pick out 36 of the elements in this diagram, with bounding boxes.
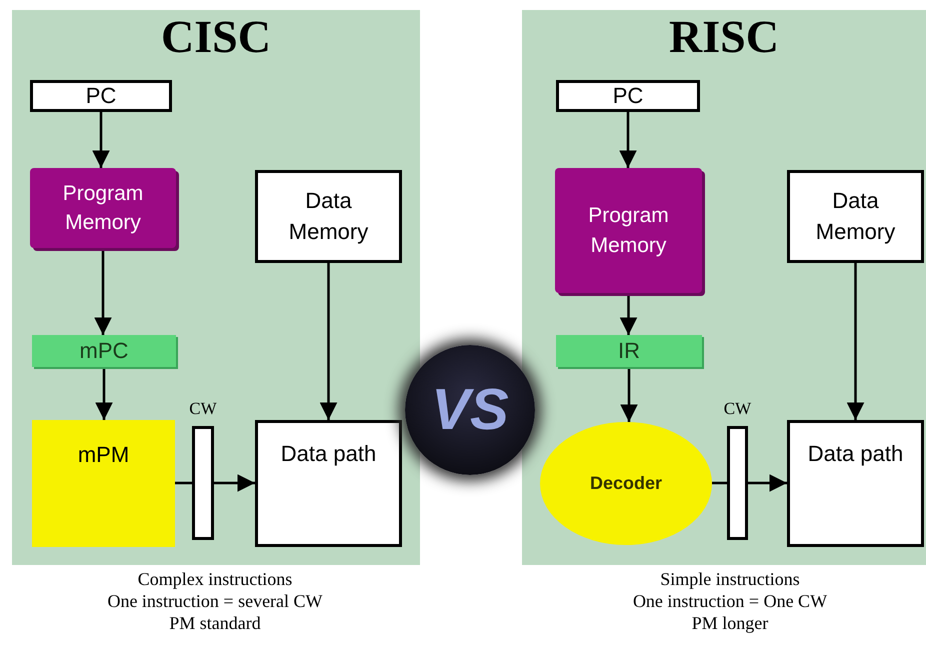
arrow (95, 367, 113, 420)
register-label: CW (188, 400, 218, 417)
caption-line: One instruction = One CW (632, 592, 828, 610)
arrow (320, 263, 338, 420)
register-box: PC (556, 80, 700, 112)
register-box: PC (30, 80, 172, 112)
caption-line: Complex instructions (138, 570, 292, 588)
caption-line: PM standard (169, 614, 261, 632)
decoder-ellipse: Decoder (540, 422, 712, 545)
arrow (846, 263, 864, 420)
memory-box: mPM (32, 420, 175, 547)
memory-box: Program Memory (30, 168, 176, 248)
datapath-box: Data path (255, 420, 402, 547)
register-bar (727, 426, 748, 540)
panel-heading: CISC (160, 14, 272, 60)
arrow (620, 367, 638, 422)
register-box: IR (556, 335, 702, 367)
register-box: Data Memory (255, 170, 402, 263)
panel-heading: RISC (668, 14, 780, 60)
caption-line: Simple instructions (660, 570, 800, 588)
arrow (748, 474, 787, 492)
datapath-box: Data path (787, 420, 924, 547)
caption-line: PM longer (692, 614, 768, 632)
register-box: Data Memory (787, 170, 924, 263)
panel (12, 10, 420, 565)
arrow (94, 248, 112, 335)
arrow (619, 112, 637, 168)
panel (522, 10, 926, 565)
arrow (620, 293, 638, 335)
arrow (214, 474, 255, 492)
caption-line: One instruction = several CW (107, 592, 323, 610)
register-bar (192, 426, 214, 540)
arrow (92, 112, 110, 168)
memory-box: Program Memory (555, 168, 702, 293)
register-label: CW (722, 400, 752, 417)
register-box: mPC (32, 335, 176, 367)
